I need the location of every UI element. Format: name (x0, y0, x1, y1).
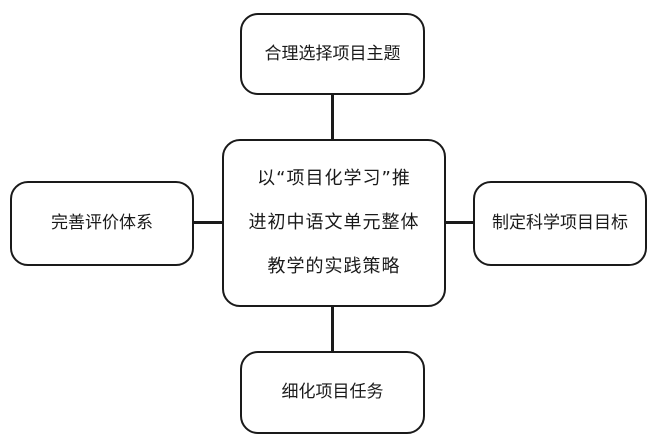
center-text: 以“项目化学习”推 进初中语文单元整体 教学的实践策略 (224, 157, 444, 289)
connector-top (331, 95, 334, 140)
node-top-label: 合理选择项目主题 (264, 43, 401, 64)
connector-left (193, 221, 223, 224)
node-left-evaluation-system: 完善评价体系 (10, 181, 194, 266)
connector-bottom (331, 306, 334, 352)
node-left-label: 完善评价体系 (51, 213, 153, 234)
center-line-2: 进初中语文单元整体 (248, 212, 420, 233)
node-right-project-goals: 制定科学项目目标 (473, 181, 647, 266)
node-bottom-label: 细化项目任务 (281, 382, 384, 403)
center-line-1: 以“项目化学习”推 (257, 168, 411, 189)
node-center-main-strategy: 以“项目化学习”推 进初中语文单元整体 教学的实践策略 (222, 139, 446, 307)
connector-right (445, 221, 475, 224)
node-top-topic-selection: 合理选择项目主题 (240, 13, 425, 95)
center-line-3: 教学的实践策略 (267, 256, 401, 277)
node-right-label: 制定科学项目目标 (492, 213, 628, 234)
node-bottom-project-tasks: 细化项目任务 (240, 351, 425, 434)
